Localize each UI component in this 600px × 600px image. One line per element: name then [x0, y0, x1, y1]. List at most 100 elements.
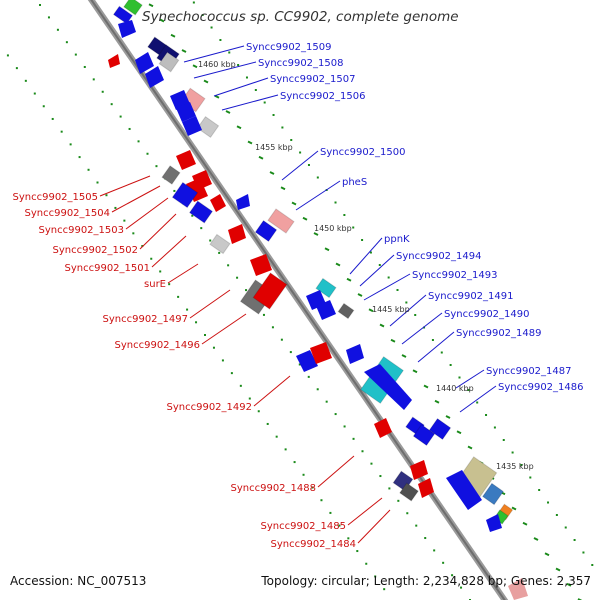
- gene-reverse: [310, 342, 332, 364]
- leader-line-reverse: [201, 313, 247, 345]
- dot-track-outer-left: [195, 321, 198, 324]
- leader-line-forward: [193, 61, 257, 79]
- dot-track-inner-left: [245, 289, 248, 292]
- dot-track-outer-right: [263, 101, 266, 104]
- dot-track-inner-right: [390, 338, 396, 343]
- leader-line-reverse: [189, 289, 231, 319]
- dot-track-outer-left: [248, 397, 251, 400]
- gene-label-forward: Syncc9902_1494: [396, 251, 482, 262]
- gene-pseudo-dark: [161, 165, 181, 185]
- dot-track-inner-right: [533, 537, 539, 541]
- leader-line-forward: [295, 180, 341, 211]
- gene-label-forward: Syncc9902_1486: [498, 382, 584, 393]
- dot-track-outer-left: [87, 168, 90, 171]
- dot-track-outer-left: [383, 588, 386, 591]
- dot-track-outer-left: [132, 232, 135, 235]
- dot-track-inner-left: [415, 524, 418, 527]
- dot-track-inner-left: [56, 28, 59, 31]
- dot-track-outer-left: [204, 334, 206, 336]
- gene-label-forward: Syncc9902_1507: [270, 74, 356, 85]
- leader-line-forward: [183, 45, 245, 63]
- dot-track-outer-left: [347, 537, 350, 540]
- dot-track-inner-right: [148, 3, 154, 8]
- leader-line-reverse: [139, 213, 177, 250]
- dot-track-inner-left: [307, 375, 310, 378]
- dot-track-inner-left: [74, 53, 77, 56]
- dot-track-inner-left: [271, 326, 274, 329]
- dot-track-outer-left: [212, 346, 215, 349]
- leader-line-reverse: [111, 185, 161, 213]
- dot-track-outer-left: [284, 448, 287, 451]
- leader-line-reverse: [167, 263, 199, 284]
- dot-track-inner-left: [200, 227, 203, 230]
- dot-track-inner-left: [406, 512, 409, 515]
- dot-track-outer-left: [6, 54, 9, 57]
- gene-reverse: [252, 272, 288, 310]
- dot-track-outer-left: [60, 130, 63, 133]
- dot-track-outer-left: [78, 156, 81, 159]
- leader-line-reverse: [125, 197, 169, 230]
- gene-forward: [316, 300, 336, 320]
- gene-label-forward: Syncc9902_1506: [280, 91, 366, 102]
- dot-track-inner-right: [214, 94, 220, 99]
- dot-track-outer-right: [555, 514, 558, 516]
- gene-forward: [135, 52, 154, 74]
- leader-line-forward: [213, 77, 269, 97]
- dot-track-inner-right: [302, 216, 308, 221]
- gene-label-reverse: Syncc9902_1492: [167, 402, 253, 413]
- dot-track-inner-right: [181, 49, 187, 53]
- dot-track-inner-right: [269, 171, 275, 175]
- dot-track-outer-right: [573, 539, 576, 541]
- leader-line-forward: [281, 150, 319, 181]
- dot-track-inner-right: [445, 415, 451, 419]
- dot-track-outer-left: [338, 524, 341, 527]
- dot-track-inner-left: [370, 462, 373, 465]
- dot-track-inner-left: [218, 251, 221, 254]
- dot-track-outer-right: [449, 364, 452, 366]
- dot-track-outer-right: [520, 464, 523, 466]
- genome-title: Synechococcus sp. CC9902, complete genom…: [142, 9, 459, 25]
- dot-track-outer-left: [374, 575, 377, 578]
- dot-track-outer-right: [201, 14, 204, 16]
- dot-track-inner-left: [325, 400, 328, 403]
- dot-track-outer-left: [51, 117, 54, 120]
- dot-track-inner-left: [334, 413, 337, 416]
- gene-reverse: [374, 418, 392, 438]
- gene-reverse: [228, 224, 246, 244]
- dot-track-outer-right: [440, 351, 443, 354]
- dot-track-outer-right: [361, 239, 364, 241]
- dot-track-inner-right: [291, 201, 297, 206]
- dot-track-outer-left: [42, 105, 45, 108]
- gene-labels: Syncc9902_1509Syncc9902_1508Syncc9902_15…: [13, 42, 584, 550]
- gene-forward: [364, 364, 412, 410]
- dot-track-outer-left: [114, 206, 117, 209]
- position-tick-label: 1445 kbp: [372, 305, 410, 314]
- gene-label-forward: Syncc9902_1491: [428, 291, 514, 302]
- gene-label-reverse: Syncc9902_1484: [271, 539, 357, 550]
- leader-line-forward: [389, 294, 427, 327]
- gene-label-reverse: Syncc9902_1485: [261, 521, 347, 532]
- dot-track-outer-right: [316, 176, 319, 179]
- dot-track-outer-right: [334, 201, 337, 204]
- dot-track-outer-right: [192, 1, 195, 4]
- dot-track-outer-right: [511, 451, 514, 454]
- leader-line-forward: [417, 331, 455, 363]
- dot-track-inner-right: [170, 33, 176, 38]
- gene-reverse: [410, 460, 428, 480]
- dot-track-outer-right: [582, 551, 585, 554]
- gene-label-reverse: Syncc9902_1503: [39, 225, 125, 236]
- dot-track-inner-left: [155, 165, 158, 168]
- dot-track-inner-right: [236, 125, 242, 130]
- dot-track-inner-right: [159, 18, 165, 23]
- dot-track-inner-right: [467, 445, 473, 450]
- topology-text: Topology: circular; Length: 2,234,828 bp…: [261, 574, 591, 588]
- dot-track-inner-left: [343, 425, 346, 428]
- gene-label-reverse: Syncc9902_1504: [25, 208, 111, 219]
- dot-track-inner-left: [397, 499, 400, 502]
- dot-track-outer-right: [493, 426, 496, 429]
- dot-track-outer-left: [96, 181, 99, 184]
- dot-track-outer-left: [266, 422, 269, 425]
- position-tick-label: 1455 kbp: [255, 143, 293, 152]
- dot-track-inner-left: [451, 574, 454, 577]
- gene-forward: [182, 116, 202, 136]
